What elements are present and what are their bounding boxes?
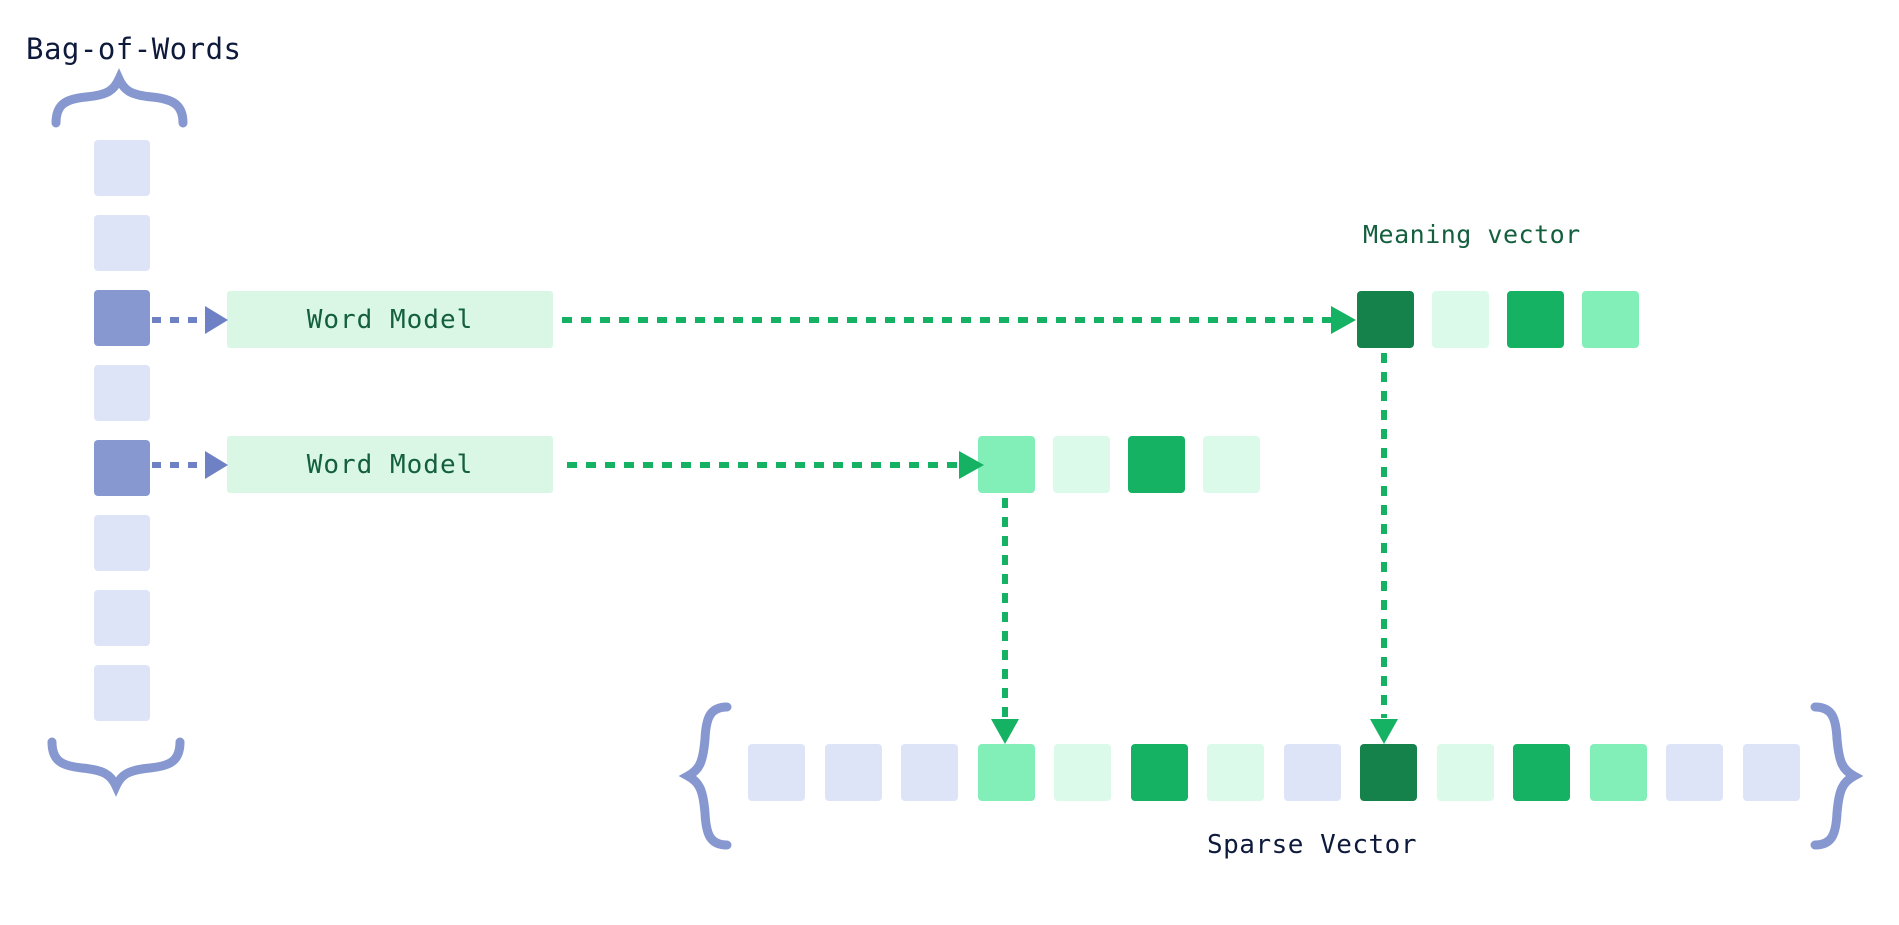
meaning-vector-cell[interactable] <box>1432 291 1489 348</box>
meaning-vector-cell[interactable] <box>1507 291 1564 348</box>
model-to-meaning-arrow-1 <box>562 306 1356 334</box>
sparse-vector-cell[interactable] <box>1360 744 1417 801</box>
sparse-vector-cell[interactable] <box>1284 744 1341 801</box>
sparse-vector-cell[interactable] <box>1207 744 1264 801</box>
sparse-vector-cell[interactable] <box>1513 744 1570 801</box>
meaning-vector-cell[interactable] <box>978 436 1035 493</box>
bow-brace-bottom-icon <box>47 737 185 797</box>
sparse-vector-cell[interactable] <box>901 744 958 801</box>
meaning-vector-cell[interactable] <box>1053 436 1110 493</box>
meaning-vector-cell[interactable] <box>1128 436 1185 493</box>
meaning-to-sparse-arrow-2 <box>991 498 1019 744</box>
bag-of-words-cell[interactable] <box>94 665 150 721</box>
meaning-vector-title: Meaning vector <box>1363 220 1581 249</box>
model-to-meaning-arrow-2 <box>567 451 984 479</box>
bow-to-model-arrow-2 <box>152 451 228 479</box>
bag-of-words-cell[interactable] <box>94 440 150 496</box>
sparse-vector-cell[interactable] <box>1131 744 1188 801</box>
bag-of-words-cell[interactable] <box>94 215 150 271</box>
meaning-to-sparse-arrow-1 <box>1370 353 1398 744</box>
sparse-vector-title: Sparse Vector <box>1207 830 1417 860</box>
sparse-brace-left-icon <box>678 702 732 850</box>
sparse-vector-cell[interactable] <box>825 744 882 801</box>
bag-of-words-cell[interactable] <box>94 515 150 571</box>
bow-to-model-arrow-1 <box>152 306 228 334</box>
sparse-vector-cell[interactable] <box>1743 744 1800 801</box>
meaning-vector-cell[interactable] <box>1357 291 1414 348</box>
word-model-box-1[interactable]: Word Model <box>227 291 553 348</box>
bag-of-words-cell[interactable] <box>94 365 150 421</box>
word-model-box-2[interactable]: Word Model <box>227 436 553 493</box>
word-model-label: Word Model <box>306 449 474 480</box>
sparse-vector-cell[interactable] <box>1666 744 1723 801</box>
bag-of-words-cell[interactable] <box>94 290 150 346</box>
bag-of-words-cell[interactable] <box>94 590 150 646</box>
sparse-vector-cell[interactable] <box>978 744 1035 801</box>
meaning-vector-cell[interactable] <box>1203 436 1260 493</box>
sparse-vector-cell[interactable] <box>1437 744 1494 801</box>
bag-of-words-title: Bag-of-Words <box>26 32 242 66</box>
sparse-brace-right-icon <box>1810 702 1864 850</box>
sparse-vector-cell[interactable] <box>748 744 805 801</box>
meaning-vector-cell[interactable] <box>1582 291 1639 348</box>
bag-of-words-cell[interactable] <box>94 140 150 196</box>
bow-brace-top-icon <box>51 68 188 128</box>
word-model-label: Word Model <box>306 304 474 335</box>
sparse-vector-cell[interactable] <box>1590 744 1647 801</box>
sparse-vector-cell[interactable] <box>1054 744 1111 801</box>
